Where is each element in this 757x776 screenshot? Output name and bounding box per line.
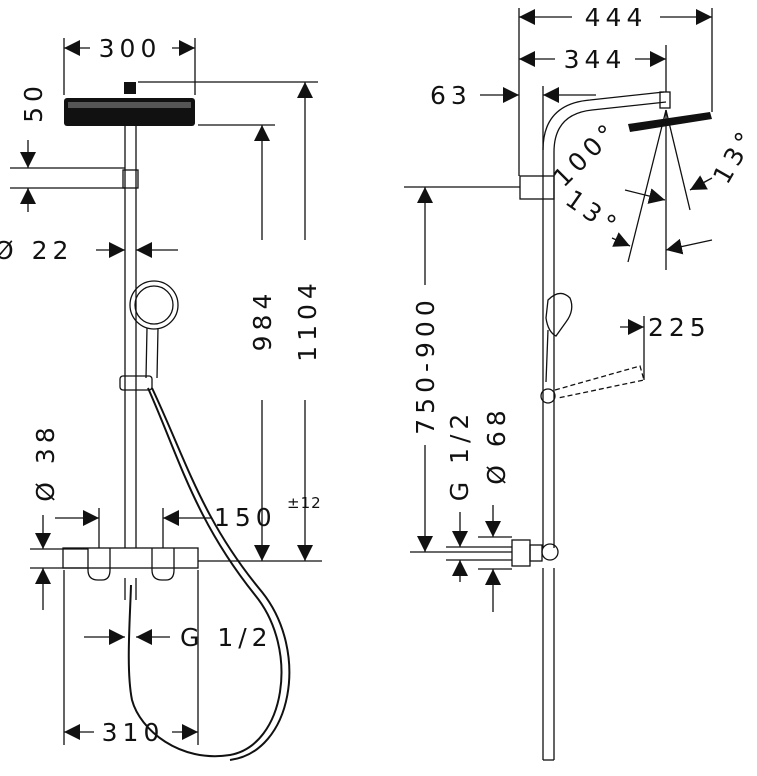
thermostat-mixer <box>62 547 199 581</box>
dim-height-range: 750-900 <box>404 186 520 553</box>
riser-pipe <box>119 126 153 600</box>
label-angle-swivel: 100° <box>547 115 624 192</box>
dim-wall-offset: 63 <box>430 81 596 150</box>
side-riser <box>519 91 667 761</box>
label-connection-diameter-side: Ø 68 <box>482 405 511 484</box>
dim-height-to-mixer: 984 <box>198 124 277 561</box>
dim-overhead-height: 50 <box>10 81 125 212</box>
label-overhead-height: 50 <box>19 81 48 123</box>
dim-hand-shower-reach: 225 <box>620 313 711 366</box>
hose <box>127 387 283 758</box>
dim-overhead-width: 300 <box>63 34 196 95</box>
label-total-depth: 444 <box>585 3 648 32</box>
dim-pipe-diameter: Ø 22 <box>0 236 178 265</box>
side-view: 444 344 63 13° 100° 13° <box>404 3 757 761</box>
label-tolerance: ±12 <box>287 494 322 512</box>
dim-thread-side: G 1/2 <box>445 409 512 582</box>
label-height-to-mixer: 984 <box>248 289 277 352</box>
overhead-shower <box>64 82 195 126</box>
label-connection-distance: 150 <box>214 503 277 532</box>
label-thread-front: G 1/2 <box>180 623 273 652</box>
dim-connection-diameter-side: Ø 68 <box>478 405 512 612</box>
label-thread-side: G 1/2 <box>445 409 474 502</box>
dim-connection-distance: 150 <box>55 503 277 548</box>
dim-total-depth: 444 <box>518 3 713 176</box>
side-mixer <box>511 539 559 567</box>
label-angle-lower: 13° <box>560 184 625 242</box>
dim-mixer-width: 310 <box>63 570 199 747</box>
dim-thread-front: G 1/2 <box>84 623 273 652</box>
hand-shower <box>129 280 179 379</box>
label-wall-offset: 63 <box>430 81 472 110</box>
dim-angles: 13° 100° 13° <box>547 115 757 255</box>
front-view: 300 50 Ø 22 984 1104 <box>0 34 322 761</box>
label-total-height: 1104 <box>293 278 322 362</box>
label-mixer-width: 310 <box>102 718 165 747</box>
side-hand-shower <box>540 292 645 404</box>
label-arm-reach: 344 <box>564 45 627 74</box>
label-overhead-width: 300 <box>99 34 162 63</box>
label-connection-diameter: Ø 38 <box>31 422 60 501</box>
dim-connection-diameter: Ø 38 <box>30 422 88 610</box>
dim-arm-reach: 344 <box>519 45 667 92</box>
label-hand-shower-reach: 225 <box>648 313 711 342</box>
dim-total-height: 1104 ±12 <box>138 81 322 562</box>
label-pipe-diameter: Ø 22 <box>0 236 73 265</box>
label-height-range: 750-900 <box>411 295 440 434</box>
label-angle-top-right: 13° <box>707 123 757 189</box>
